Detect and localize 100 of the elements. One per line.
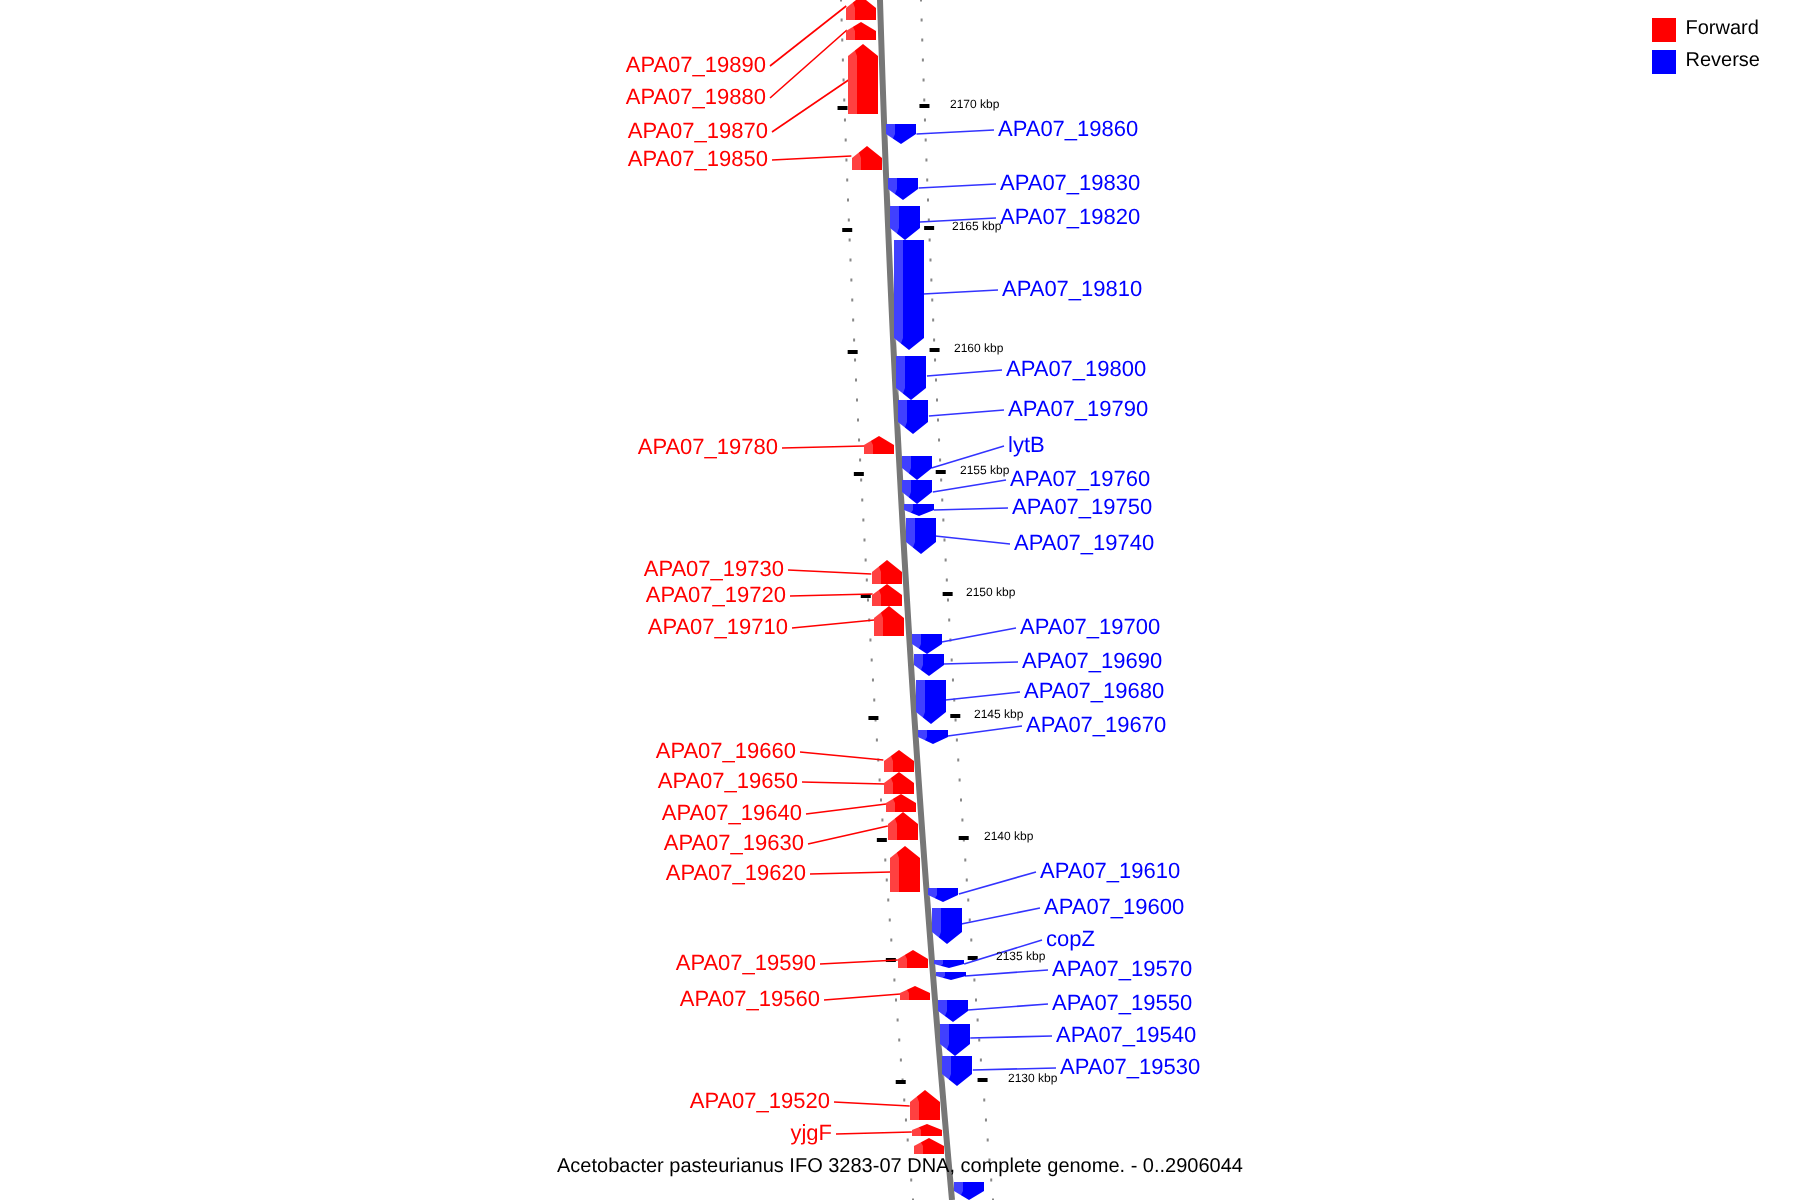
leader-line xyxy=(769,29,848,99)
gene-label: APA07_19810 xyxy=(1002,276,1143,304)
gene-label: APA07_19670 xyxy=(1026,712,1167,740)
gene-feature xyxy=(903,504,934,516)
leader-line xyxy=(787,569,873,575)
gene-label: APA07_19880 xyxy=(625,84,766,112)
gene-feature xyxy=(953,1182,984,1200)
gene-label: copZ xyxy=(1046,926,1095,954)
gene-feature xyxy=(888,178,919,200)
gene-feature xyxy=(937,1000,968,1022)
gene-feature xyxy=(911,1124,942,1136)
gene-label: APA07_19570 xyxy=(1052,956,1193,984)
leader-line xyxy=(919,217,997,223)
gene-feature xyxy=(901,456,932,480)
gene-feature xyxy=(909,1090,940,1120)
gene-feature xyxy=(898,400,929,434)
leader-line xyxy=(926,369,1003,377)
gene-label: APA07_19800 xyxy=(1006,356,1147,384)
gene-feature xyxy=(913,654,943,676)
gene-label: APA07_19660 xyxy=(655,738,796,766)
gene-label: APA07_19630 xyxy=(663,830,804,858)
gene-label: APA07_19680 xyxy=(1024,678,1165,706)
gene-label: APA07_19860 xyxy=(998,116,1139,144)
leader-line xyxy=(928,409,1005,417)
gene-feature xyxy=(917,730,948,744)
gene-label: APA07_19820 xyxy=(1000,204,1141,232)
leader-line xyxy=(791,619,876,629)
leader-line xyxy=(964,969,1049,977)
gene-label: APA07_19540 xyxy=(1056,1022,1197,1050)
leader-line xyxy=(771,79,850,133)
leader-line xyxy=(969,1035,1053,1039)
leader-line xyxy=(972,1067,1057,1071)
gene-label: APA07_19750 xyxy=(1012,494,1153,522)
gene-label: APA07_19650 xyxy=(657,768,798,796)
gene-label: yjgF xyxy=(790,1120,832,1148)
gene-feature xyxy=(942,1056,973,1086)
gene-label: APA07_19700 xyxy=(1020,614,1161,642)
gene-label: APA07_19790 xyxy=(1008,396,1149,424)
gene-label: APA07_19740 xyxy=(1014,530,1155,558)
leader-line xyxy=(932,479,1007,493)
gene-feature xyxy=(887,812,918,840)
gene-feature xyxy=(940,1024,971,1056)
gene-label: APA07_19760 xyxy=(1010,466,1151,494)
leader-line xyxy=(915,129,995,135)
gene-label: APA07_19550 xyxy=(1052,990,1193,1018)
gene-feature xyxy=(913,1138,944,1154)
gene-feature xyxy=(934,960,965,968)
leader-line xyxy=(940,627,1017,643)
leader-line xyxy=(789,593,874,597)
gene-label: APA07_19620 xyxy=(665,860,806,888)
leader-line xyxy=(823,993,902,1001)
legend-label: Forward xyxy=(1685,16,1759,42)
leader-line xyxy=(835,1131,913,1135)
gene-feature xyxy=(890,846,921,892)
gene-feature xyxy=(872,584,903,606)
gene-label: APA07_19710 xyxy=(647,614,788,642)
gene-label: APA07_19890 xyxy=(625,52,766,80)
leader-line xyxy=(933,507,1009,511)
leader-line xyxy=(807,825,889,845)
leader-line xyxy=(930,445,1005,469)
leader-line xyxy=(944,691,1021,701)
gene-feature xyxy=(874,606,905,636)
leader-line xyxy=(922,289,999,295)
gene-feature xyxy=(935,972,966,980)
gene-feature xyxy=(886,794,917,812)
leader-line xyxy=(771,155,853,161)
gene-label: APA07_19870 xyxy=(627,118,768,146)
gene-label: APA07_19780 xyxy=(637,434,778,462)
gene-label: lytB xyxy=(1008,432,1045,460)
gene-feature xyxy=(864,436,895,454)
leader-line xyxy=(809,871,892,875)
gene-feature xyxy=(915,680,946,724)
gene-label: APA07_19690 xyxy=(1022,648,1163,676)
leader-line xyxy=(769,5,848,67)
gene-feature xyxy=(851,146,882,170)
caption: Acetobacter pasteurianus IFO 3283-07 DNA, complete genome. - 0..2906044 xyxy=(555,1154,1245,1180)
leader-line xyxy=(942,661,1019,665)
leader-line xyxy=(963,939,1043,965)
legend-label: Reverse xyxy=(1685,48,1760,74)
gene-feature xyxy=(884,772,915,794)
leader-line xyxy=(805,803,887,815)
leader-line xyxy=(967,1003,1049,1011)
gene-feature xyxy=(911,634,942,654)
gene-label: APA07_19730 xyxy=(643,556,784,584)
gene-label: APA07_19560 xyxy=(679,986,820,1014)
gene-label: APA07_19590 xyxy=(675,950,816,978)
gene-label: APA07_19640 xyxy=(661,800,802,828)
leader-line xyxy=(819,959,899,965)
leader-line xyxy=(833,1101,911,1107)
leader-line xyxy=(946,725,1023,737)
leader-line xyxy=(801,781,886,785)
gene-label: APA07_19530 xyxy=(1060,1054,1201,1082)
gene-feature xyxy=(889,206,920,240)
gene-feature xyxy=(871,560,902,584)
gene-label: APA07_19600 xyxy=(1044,894,1185,922)
gene-label: APA07_19720 xyxy=(645,582,786,610)
gene-feature xyxy=(897,950,928,968)
leader-line xyxy=(960,907,1041,925)
leader-line xyxy=(781,445,866,449)
gene-label: APA07_19830 xyxy=(1000,170,1141,198)
